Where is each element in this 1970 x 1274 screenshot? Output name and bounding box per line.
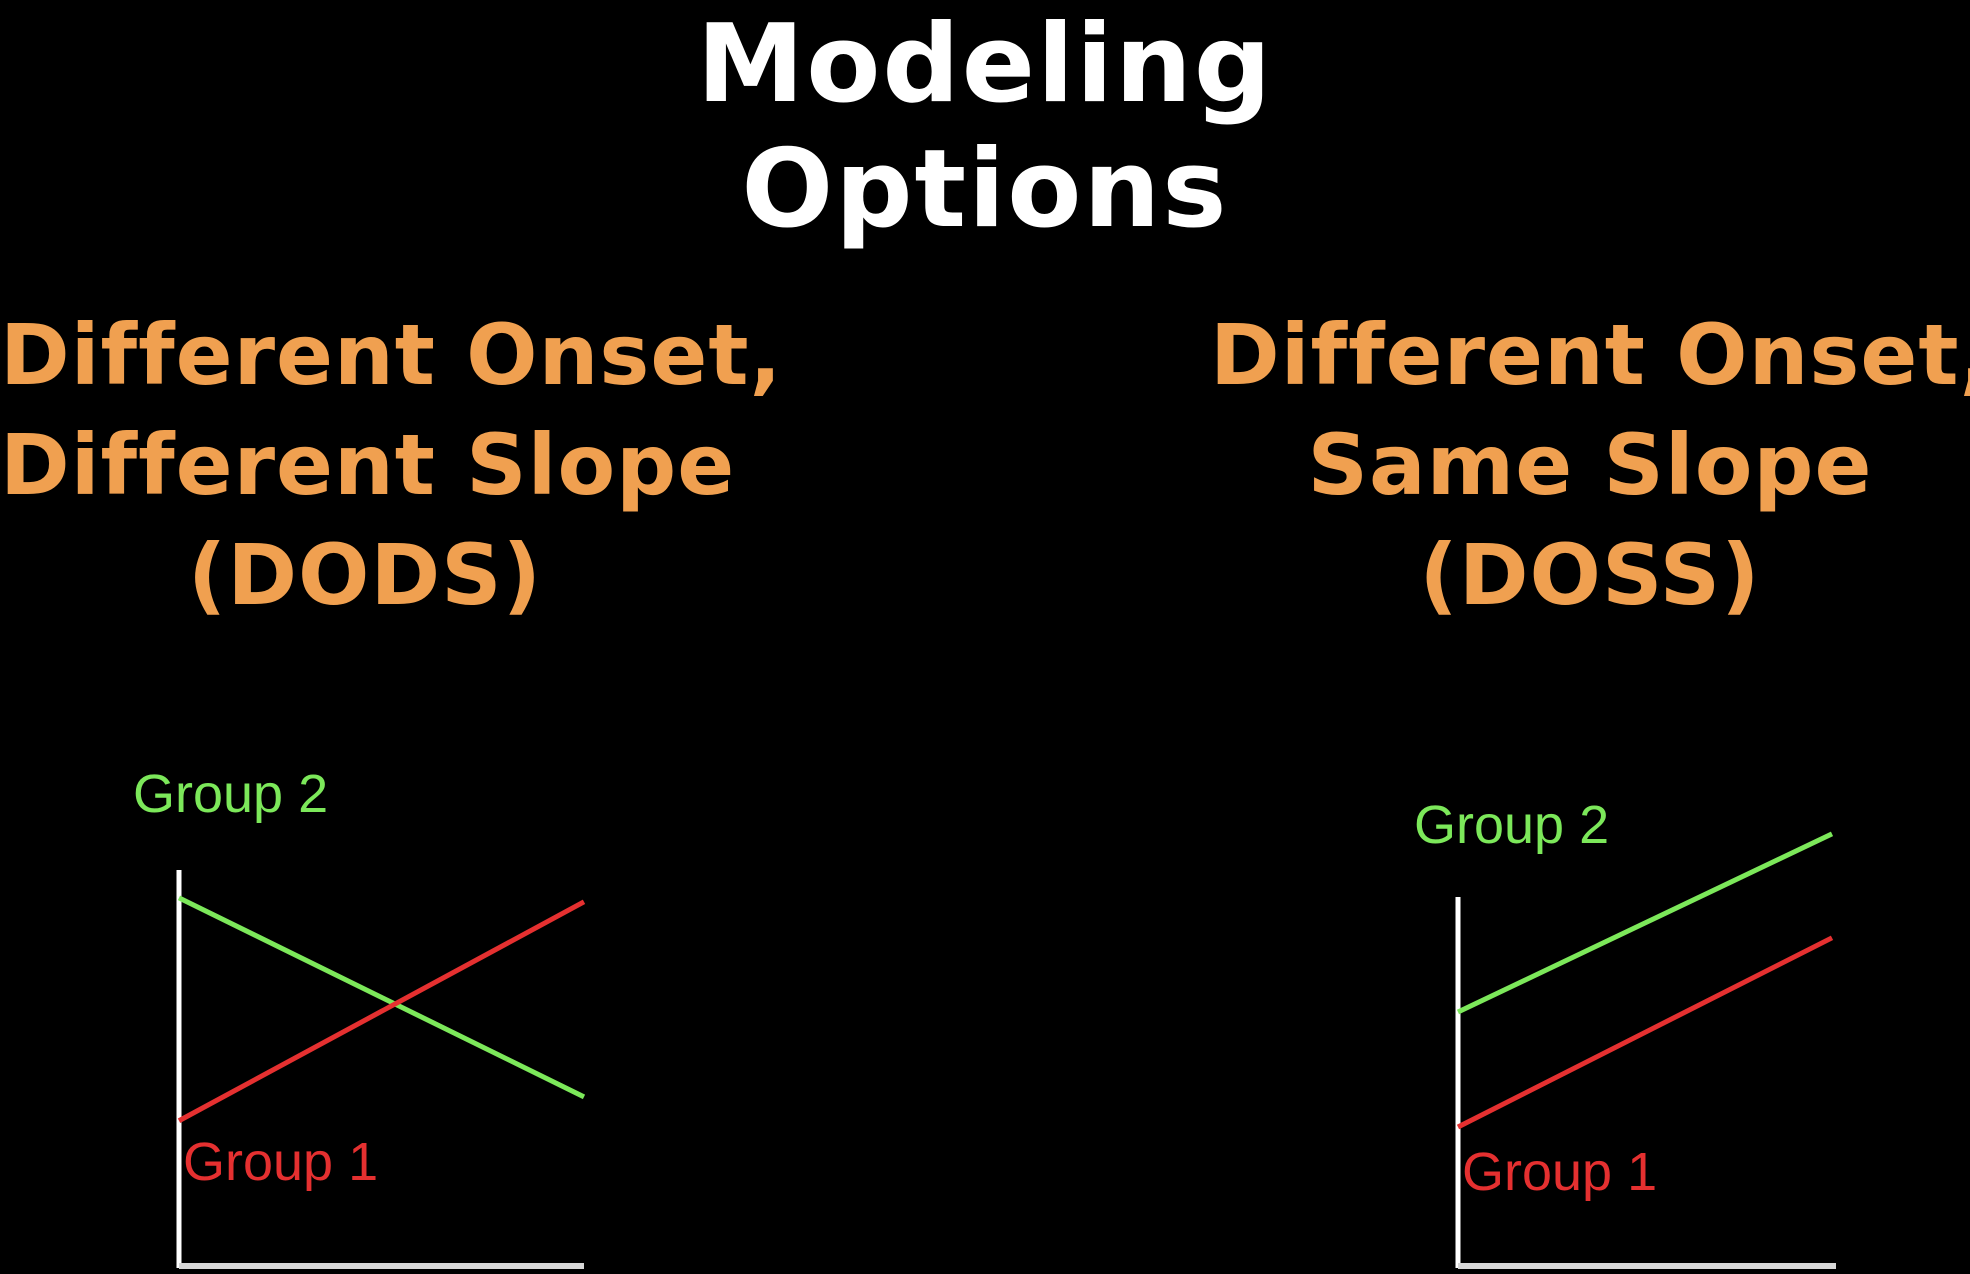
dods-group1-label: Group 1 [183,1132,378,1192]
doss-group1-line [1456,935,1834,1130]
doss-panel-title: Different Onset, Same Slope (DOSS) [1210,300,1970,630]
doss-chart: Group 2 Group 1 [1414,795,1836,1269]
page-title-line-2: Options [741,127,1229,252]
dods-title-line-3: (DODS) [187,526,543,624]
doss-title-line-3: (DOSS) [1419,526,1761,624]
dods-group2-line [177,895,586,1100]
dods-title-line-1: Different Onset, [0,306,783,404]
doss-group2-label: Group 2 [1414,795,1609,855]
page-title-line-1: Modeling [696,2,1274,127]
dods-panel-title: Different Onset, Different Slope (DODS) [0,300,783,630]
doss-title-line-1: Different Onset, [1210,306,1970,404]
doss-group1-label: Group 1 [1462,1142,1657,1202]
dods-group2-label: Group 2 [133,764,328,824]
dods-group1-line [177,899,586,1123]
doss-title-line-2: Same Slope [1307,416,1873,514]
doss-group2-line [1456,831,1834,1015]
dods-title-line-2: Different Slope [0,416,736,514]
dods-chart: Group 2 Group 1 [133,764,586,1269]
